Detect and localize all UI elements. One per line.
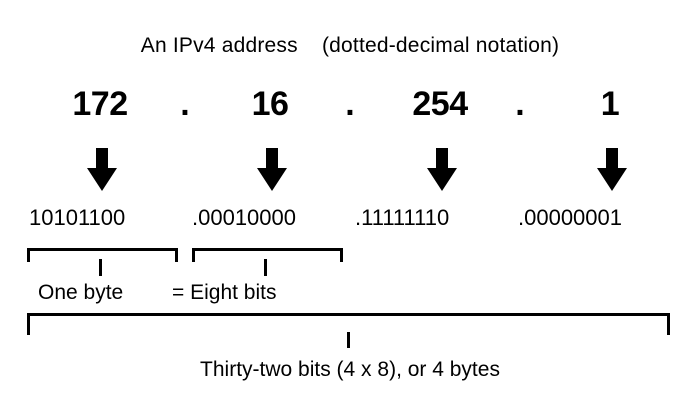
binary-octet-3: .11111110 <box>355 205 450 230</box>
down-arrow-icon-3 <box>425 148 459 192</box>
eight-bits-label: = Eight bits <box>172 281 277 304</box>
byte-bracket-1-tick <box>99 259 102 276</box>
binary-octet-1: 10101100 <box>29 205 126 230</box>
decimal-octet-3: 254 <box>412 85 468 123</box>
byte-bracket-1 <box>27 248 178 262</box>
one-byte-label: One byte <box>38 281 124 304</box>
total-bits-bracket-tick <box>347 332 350 348</box>
down-arrow-icon-2 <box>255 148 289 192</box>
binary-octet-4: .00000001 <box>518 205 622 230</box>
decimal-octet-row: 172 . 16 . 254 . 1 <box>0 82 700 126</box>
decimal-octet-2: 16 <box>251 85 289 123</box>
decimal-separator-2: . <box>345 85 355 123</box>
decimal-separator-1: . <box>180 85 190 123</box>
total-bits-caption: Thirty-two bits (4 x 8), or 4 bytes <box>200 358 500 381</box>
byte-bracket-2-tick <box>264 259 267 276</box>
down-arrow-icon-4 <box>595 148 629 192</box>
down-arrow-icon-1 <box>85 148 119 192</box>
total-bits-bracket <box>27 313 670 335</box>
decimal-octet-1: 172 <box>72 85 128 123</box>
binary-octet-row: 10101100 .00010000 .11111110 .00000001 <box>0 202 700 234</box>
binary-octet-2: .00010000 <box>192 205 296 230</box>
decimal-octet-4: 1 <box>600 85 620 123</box>
diagram-title: An IPv4 address (dotted-decimal notation… <box>140 34 560 57</box>
byte-bracket-2 <box>192 248 343 262</box>
decimal-separator-3: . <box>515 85 525 123</box>
